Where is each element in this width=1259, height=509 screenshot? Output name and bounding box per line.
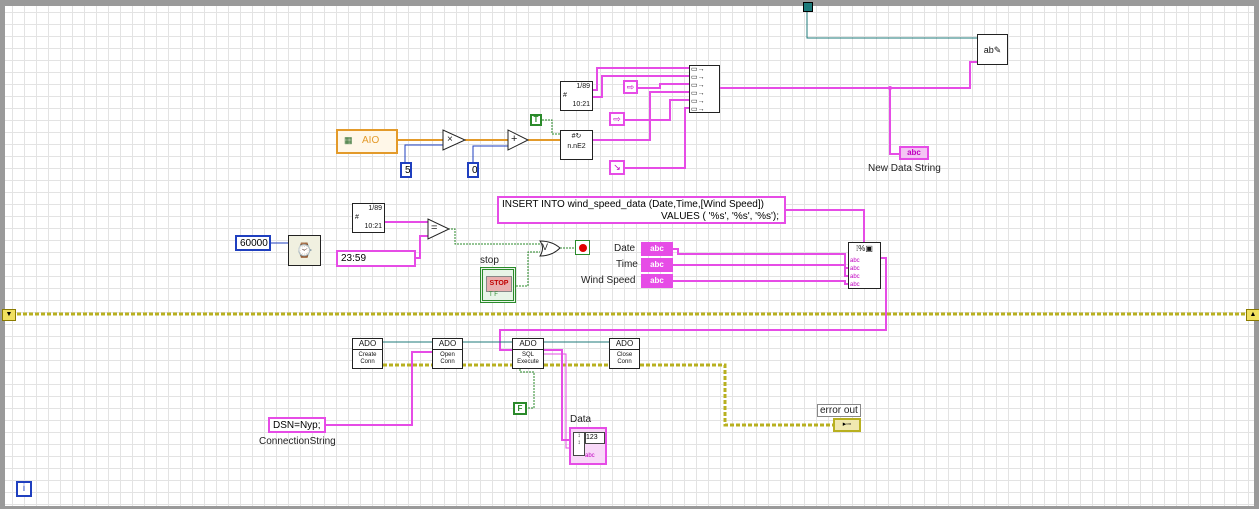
data-indicator-terminal[interactable]: ↕↕ 123 abc	[569, 427, 607, 465]
loop-condition-terminal[interactable]	[575, 240, 590, 255]
dsn-string-constant[interactable]: DSN=Nyp;	[268, 417, 326, 433]
write-to-text-file-node[interactable]: ab✎	[977, 34, 1008, 65]
reference-terminal-icon[interactable]	[803, 2, 813, 12]
data-abc-icon: abc	[585, 453, 595, 459]
new-data-string-label: New Data String	[868, 163, 941, 174]
add-symbol: +	[511, 133, 518, 145]
daq-board-icon: ▦	[344, 135, 353, 145]
hash-icon-2: #	[355, 214, 359, 221]
ado-header: ADO	[433, 339, 462, 350]
ado-header: ADO	[610, 339, 639, 350]
stop-label: stop	[480, 255, 499, 266]
time-control-terminal[interactable]: abc	[641, 258, 673, 272]
left-tunnel-icon[interactable]: ▼	[2, 309, 16, 321]
concat-inputs-icon: ▭→▭→▭→▭→▭→▭→	[691, 66, 705, 113]
ado-sql-execute-node[interactable]: ADO SQL Execute	[512, 338, 544, 369]
data-label: Data	[570, 414, 592, 425]
or-symbol: V	[542, 242, 549, 252]
end-of-line-constant-icon[interactable]: ↘	[609, 160, 625, 175]
multiplier-constant[interactable]: 5	[400, 162, 412, 178]
analog-input-node[interactable]: ▦ AIO	[336, 129, 398, 154]
time-icon-text-2: 10:21	[364, 223, 382, 230]
offset-constant[interactable]: 0	[467, 162, 479, 178]
date-control-terminal[interactable]: abc	[641, 242, 673, 256]
loop-iteration-terminal[interactable]: i	[16, 481, 32, 497]
ado-create-label: Create Conn	[358, 352, 377, 365]
get-date-time-string-node[interactable]: 1/89 # 10:21	[560, 81, 593, 111]
number-to-string-node[interactable]: #↻ n.nE2	[560, 130, 593, 160]
error-out-indicator[interactable]: ▸▫▫	[833, 418, 861, 432]
time-icon-text: 10:21	[572, 101, 590, 108]
right-tunnel-icon[interactable]: ▲	[1246, 309, 1259, 321]
wind-speed-label: Wind Speed	[581, 275, 636, 286]
stop-if-true-icon	[579, 244, 587, 252]
format-percent-icon: ⁞%▣	[856, 244, 873, 253]
wind-speed-control-terminal[interactable]: abc	[641, 274, 673, 288]
ado-close-conn-node[interactable]: ADO Close Conn	[609, 338, 640, 369]
stopwatch-icon: ⌚	[295, 242, 314, 258]
get-date-time-string-node-2[interactable]: 1/89 # 10:21	[352, 203, 385, 233]
error-out-label: error out	[817, 404, 861, 417]
number-format-text: n.nE2	[567, 143, 586, 150]
array-index-icon: ↕↕	[573, 432, 585, 456]
date-icon-text: 1/89	[576, 83, 590, 90]
stop-tf-label: T F	[489, 292, 498, 298]
data-number-icon: 123	[585, 432, 605, 444]
ai-label: AIO	[362, 135, 380, 146]
text-file-icon: ab✎	[983, 45, 1002, 55]
date-label: Date	[614, 243, 636, 254]
equal-symbol: =	[431, 222, 438, 234]
tab-constant-2-icon[interactable]: ⇨	[609, 112, 625, 126]
ado-header: ADO	[513, 339, 543, 350]
concatenate-strings-node[interactable]: ▭→▭→▭→▭→▭→▭→	[689, 65, 720, 113]
bool-true-constant[interactable]: T	[530, 114, 542, 126]
connection-string-label: ConnectionString	[259, 436, 336, 447]
wait-ms-node[interactable]: ⌚	[288, 235, 321, 266]
bool-false-constant[interactable]: F	[513, 402, 527, 415]
format-icon: #↻	[571, 133, 582, 140]
ado-open-label: Open Conn	[440, 352, 455, 365]
new-data-string-indicator[interactable]: abc	[899, 146, 929, 160]
date-icon-text-2: 1/89	[368, 205, 382, 212]
ado-open-conn-node[interactable]: ADO Open Conn	[432, 338, 463, 369]
ado-header: ADO	[353, 339, 382, 350]
multiply-symbol: ×	[447, 134, 453, 145]
ado-sql-label: SQL Execute	[517, 352, 539, 365]
tab-constant-icon[interactable]: ⇨	[623, 80, 638, 94]
sql-line-1: INSERT INTO wind_speed_data (Date,Time,[…	[502, 199, 764, 210]
stop-button-terminal[interactable]: STOP T F	[480, 267, 516, 303]
ado-create-conn-node[interactable]: ADO Create Conn	[352, 338, 383, 369]
sql-format-string-constant[interactable]: INSERT INTO wind_speed_data (Date,Time,[…	[497, 196, 786, 224]
time-compare-constant[interactable]: 23:59	[336, 250, 416, 267]
wait-ms-constant[interactable]: 60000	[235, 235, 271, 251]
sql-line-2: VALUES ( '%s', '%s', '%s');	[661, 211, 779, 222]
ado-close-label: Close Conn	[616, 352, 633, 365]
stop-button-face: STOP	[486, 276, 512, 292]
hash-icon: #	[563, 92, 567, 99]
time-label: Time	[616, 259, 638, 270]
